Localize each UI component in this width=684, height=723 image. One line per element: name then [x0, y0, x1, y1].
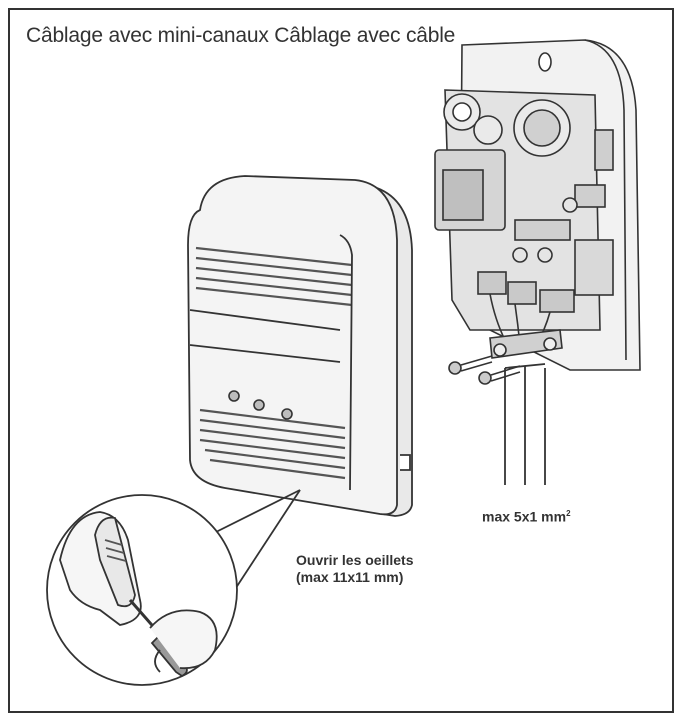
fixing-screws	[448, 355, 521, 385]
openings-label-line1: Ouvrir les oeillets	[296, 552, 414, 568]
cable-channel	[504, 363, 546, 485]
openings-label-line2: (max 11x11 mm)	[296, 569, 404, 585]
cable-size-text: max 5x1 mm	[482, 508, 567, 525]
cable-size-superscript: 2	[566, 509, 571, 518]
openings-label: Ouvrir les oeillets (max 11x11 mm)	[296, 552, 414, 586]
zoom-callout	[46, 489, 301, 686]
device-cover	[187, 175, 413, 517]
diagram-title: Câblage avec mini-canaux Câblage avec câ…	[26, 24, 456, 47]
cable-size-label: max 5x1 mm2	[482, 505, 571, 526]
device-base	[434, 39, 641, 371]
led-indicators	[228, 390, 293, 420]
